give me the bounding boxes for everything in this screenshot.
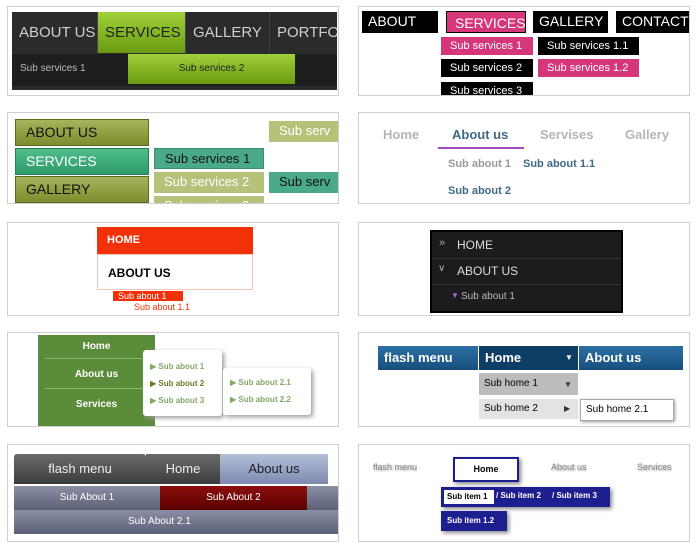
sub-about-2[interactable]: ▶ Sub about 2 xyxy=(150,379,205,388)
sub-label: Sub about 1 xyxy=(158,362,205,371)
sub-services-2[interactable]: Sub services 2 xyxy=(154,172,264,193)
sub-home-2[interactable]: Sub home 2 xyxy=(479,399,578,419)
tab-about-us[interactable]: ABOUT US xyxy=(12,12,98,53)
sub-services-2[interactable]: Sub services 2 xyxy=(441,59,533,77)
sub-label: Sub about 3 xyxy=(158,396,205,405)
chevron-right-icon: » xyxy=(439,237,446,249)
sub-about-1[interactable]: Sub about 1 xyxy=(448,158,511,170)
demo-blue-box-menu: flash menu Home About us Services Sub it… xyxy=(358,444,690,542)
tab-services[interactable]: Services xyxy=(637,462,672,472)
tab-about-us[interactable]: About us xyxy=(551,462,587,472)
sub-home-1[interactable]: Sub home 1 xyxy=(479,373,578,395)
sub-about-1[interactable]: ▶ Sub about 1 xyxy=(150,362,205,371)
sub-label: Sub about 2.1 xyxy=(238,378,291,387)
sub-label: Sub about 2 xyxy=(158,379,205,388)
sub-about-1-1[interactable]: Sub about 1.1 xyxy=(523,158,596,170)
item-services[interactable]: Services xyxy=(75,399,118,410)
menu-panel xyxy=(430,230,623,313)
item-divider xyxy=(45,388,145,389)
sub-services-3[interactable]: Sub services 3 xyxy=(441,82,533,95)
demo-dark-vertical-menu: » HOME ∨ ABOUT US ▼ Sub about 1 xyxy=(358,222,690,316)
sub-about-2-1[interactable]: Sub About 2.1 xyxy=(14,510,338,534)
sub-about-2-2[interactable]: ▶ Sub about 2.2 xyxy=(230,395,291,404)
sub-about-2-1[interactable]: ▶ Sub about 2.1 xyxy=(230,378,291,387)
tab-servises[interactable]: Servises xyxy=(540,127,594,142)
demo-olive-vertical-menu: ABOUT US SERVICES GALLERY Sub services 1… xyxy=(7,112,339,204)
demo-red-white-menu: HOME ABOUT US Sub about 1 Sub about 1.1 xyxy=(7,222,339,316)
sub-services-2[interactable]: Sub services 2 xyxy=(128,54,295,84)
chevron-down-icon: ▼ xyxy=(565,353,573,362)
tab-about-us[interactable]: ABOUT US xyxy=(362,11,438,50)
item-about-us[interactable]: ABOUT US xyxy=(15,119,149,146)
sub-item-1[interactable]: Sub item 1 xyxy=(444,490,494,504)
sub-about-1[interactable]: Sub about 1 xyxy=(113,291,183,301)
tab-home[interactable]: Home xyxy=(146,454,220,484)
demo-grey-flash-menu: flash menu Home About us Sub About 1 Sub… xyxy=(7,444,339,542)
item-gallery[interactable]: GALLERY xyxy=(15,176,149,203)
item-about-us[interactable]: ABOUT US xyxy=(457,264,519,278)
sub-services-1[interactable]: Sub services 1 xyxy=(441,37,533,55)
popup-submenu-2 xyxy=(223,368,311,415)
tab-home[interactable]: Home xyxy=(383,127,420,142)
tab-about-us[interactable]: About us xyxy=(220,454,328,484)
active-tab-underline xyxy=(438,147,524,149)
sub-services-a[interactable]: Sub serv xyxy=(269,121,338,142)
sub-services-1-2[interactable]: Sub services 1.2 xyxy=(538,59,639,77)
sub-item-2[interactable]: / Sub item 2 xyxy=(496,491,541,500)
chevron-down-icon: ▼ xyxy=(564,380,572,389)
sub-services-1-1[interactable]: Sub services 1.1 xyxy=(538,37,639,55)
tab-flash-menu[interactable]: flash menu xyxy=(14,454,146,484)
sub-home-2-1[interactable]: Sub home 2.1 xyxy=(580,399,674,421)
tab-portfolio[interactable]: PORTFO xyxy=(277,24,337,41)
sub-services-1[interactable]: Sub services 1 xyxy=(20,63,86,74)
sub-about-3[interactable]: ▶ Sub about 3 xyxy=(150,396,205,405)
tab-gallery[interactable]: GALLERY xyxy=(186,12,270,53)
chevron-right-icon: ▶ xyxy=(564,404,571,413)
item-about-us[interactable]: About us xyxy=(74,369,119,380)
tab-services[interactable]: SERVICES xyxy=(446,11,526,33)
tab-about-us[interactable]: About us xyxy=(579,346,683,370)
chevron-down-icon: ∨ xyxy=(438,263,446,274)
tab-flash-menu[interactable]: flash menu xyxy=(378,346,478,370)
item-divider xyxy=(432,258,621,259)
tab-gallery[interactable]: GALLERY xyxy=(533,11,608,33)
item-home[interactable]: Home xyxy=(82,341,111,352)
tab-gallery[interactable]: Gallery xyxy=(625,127,670,142)
sub-about-2[interactable]: Sub About 2 xyxy=(160,486,307,510)
demo-dark-menu: ABOUT US SERVICES GALLERY PORTFO Sub ser… xyxy=(7,6,339,96)
item-services[interactable]: SERVICES xyxy=(15,148,149,175)
item-divider xyxy=(45,358,145,359)
tab-home[interactable]: Home xyxy=(453,457,519,482)
tab-services[interactable]: SERVICES xyxy=(98,12,186,53)
sub-about-1[interactable]: Sub about 1 xyxy=(461,291,515,302)
sub-label: Sub about 2.2 xyxy=(238,395,291,404)
sub-about-1[interactable]: Sub About 1 xyxy=(59,492,115,503)
sub-item-1-2[interactable]: Sub item 1.2 xyxy=(441,511,507,531)
item-divider xyxy=(432,284,621,285)
popup-submenu xyxy=(143,350,222,416)
demo-green-popup-menu: Home About us Services ▶ Sub about 1 ▶ S… xyxy=(7,332,339,427)
tab-flash-menu[interactable]: flash menu xyxy=(373,462,418,472)
sub-about-1-1[interactable]: Sub about 1.1 xyxy=(134,302,191,312)
tab-home[interactable]: Home xyxy=(479,346,578,370)
demo-black-pink-menu: ABOUT US SERVICES GALLERY CONTACT Sub se… xyxy=(358,6,690,96)
menu-column xyxy=(38,335,155,426)
sub-item-3[interactable]: / Sub item 3 xyxy=(552,491,597,500)
tab-about-us[interactable]: About us xyxy=(452,127,509,142)
bullet-icon: ▼ xyxy=(451,291,459,300)
item-home[interactable]: HOME xyxy=(457,238,493,252)
sub-services-b[interactable]: Sub serv xyxy=(269,172,338,193)
sub-services-3[interactable]: Sub services 3 xyxy=(154,196,264,203)
sub-about-2[interactable]: Sub about 2 xyxy=(448,185,511,197)
sub-services-1[interactable]: Sub services 1 xyxy=(154,148,264,169)
item-about-us[interactable]: ABOUT US xyxy=(97,254,253,290)
item-home[interactable]: HOME xyxy=(97,227,253,254)
tab-contact[interactable]: CONTACT xyxy=(616,11,689,33)
demo-light-tab-menu: Home About us Servises Gallery Sub about… xyxy=(358,112,690,204)
demo-blue-flash-menu: flash menu Home ▼ About us Sub home 1 ▼ … xyxy=(358,332,690,427)
